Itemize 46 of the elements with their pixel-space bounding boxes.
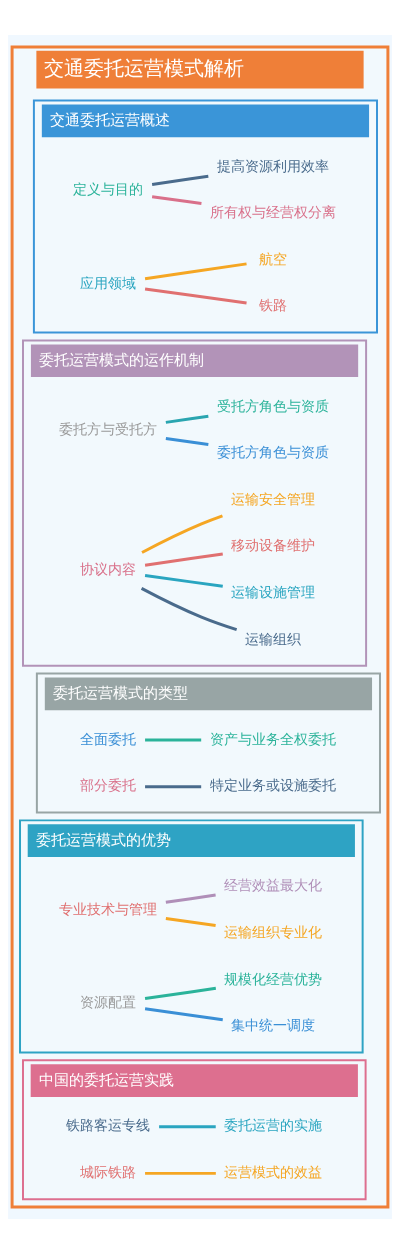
connector [140, 586, 238, 631]
connector [165, 436, 209, 446]
node-text: 经营效益最大化 [224, 876, 323, 893]
node-text: 部分委托 [80, 776, 137, 793]
node-text: 资源配置 [80, 993, 137, 1010]
connector [141, 513, 223, 554]
connector [144, 551, 223, 567]
connector [151, 194, 202, 205]
connector [145, 1171, 216, 1175]
node-text: 运营模式的效益 [224, 1163, 323, 1180]
connector [144, 261, 247, 280]
node-text: 运输设施管理 [231, 583, 316, 600]
node-text: 委托运营的实施 [224, 1116, 323, 1133]
connector [144, 573, 223, 588]
node-text: 特定业务或设施委托 [210, 776, 337, 793]
node-text: 运输组织 [245, 630, 302, 647]
connector [144, 1006, 223, 1021]
node-text: 铁路 [259, 296, 288, 313]
connector [145, 784, 202, 788]
node-text: 移动设备维护 [231, 536, 316, 553]
node-text: 应用领域 [80, 274, 137, 291]
connector [165, 893, 216, 904]
node-text: 铁路客运专线 [66, 1116, 151, 1133]
node-text: 规模化经营优势 [224, 970, 323, 987]
connector [145, 738, 202, 742]
node-text: 运输组织专业化 [224, 923, 323, 940]
connector [165, 916, 216, 927]
node-text: 全面委托 [80, 730, 137, 747]
connector [165, 414, 209, 424]
node-text: 集中统一调度 [231, 1016, 316, 1033]
node-text: 资产与业务全权委托 [210, 730, 337, 747]
connector [151, 174, 209, 186]
node-text: 定义与目的 [73, 180, 144, 197]
node-text: 专业技术与管理 [59, 900, 158, 917]
connector [144, 286, 247, 305]
node-text: 运输安全管理 [231, 490, 316, 507]
connector [144, 986, 217, 1000]
node-text: 委托方与受托方 [59, 420, 158, 437]
connector [159, 1124, 216, 1128]
node-text: 受托方角色与资质 [217, 397, 330, 414]
node-text: 航空 [259, 250, 288, 267]
node-text: 所有权与经营权分离 [210, 203, 337, 220]
node-text: 协议内容 [80, 560, 137, 577]
node-text: 委托方角色与资质 [217, 443, 330, 460]
node-text: 提高资源利用效率 [217, 157, 330, 174]
node-text: 城际铁路 [80, 1163, 137, 1180]
